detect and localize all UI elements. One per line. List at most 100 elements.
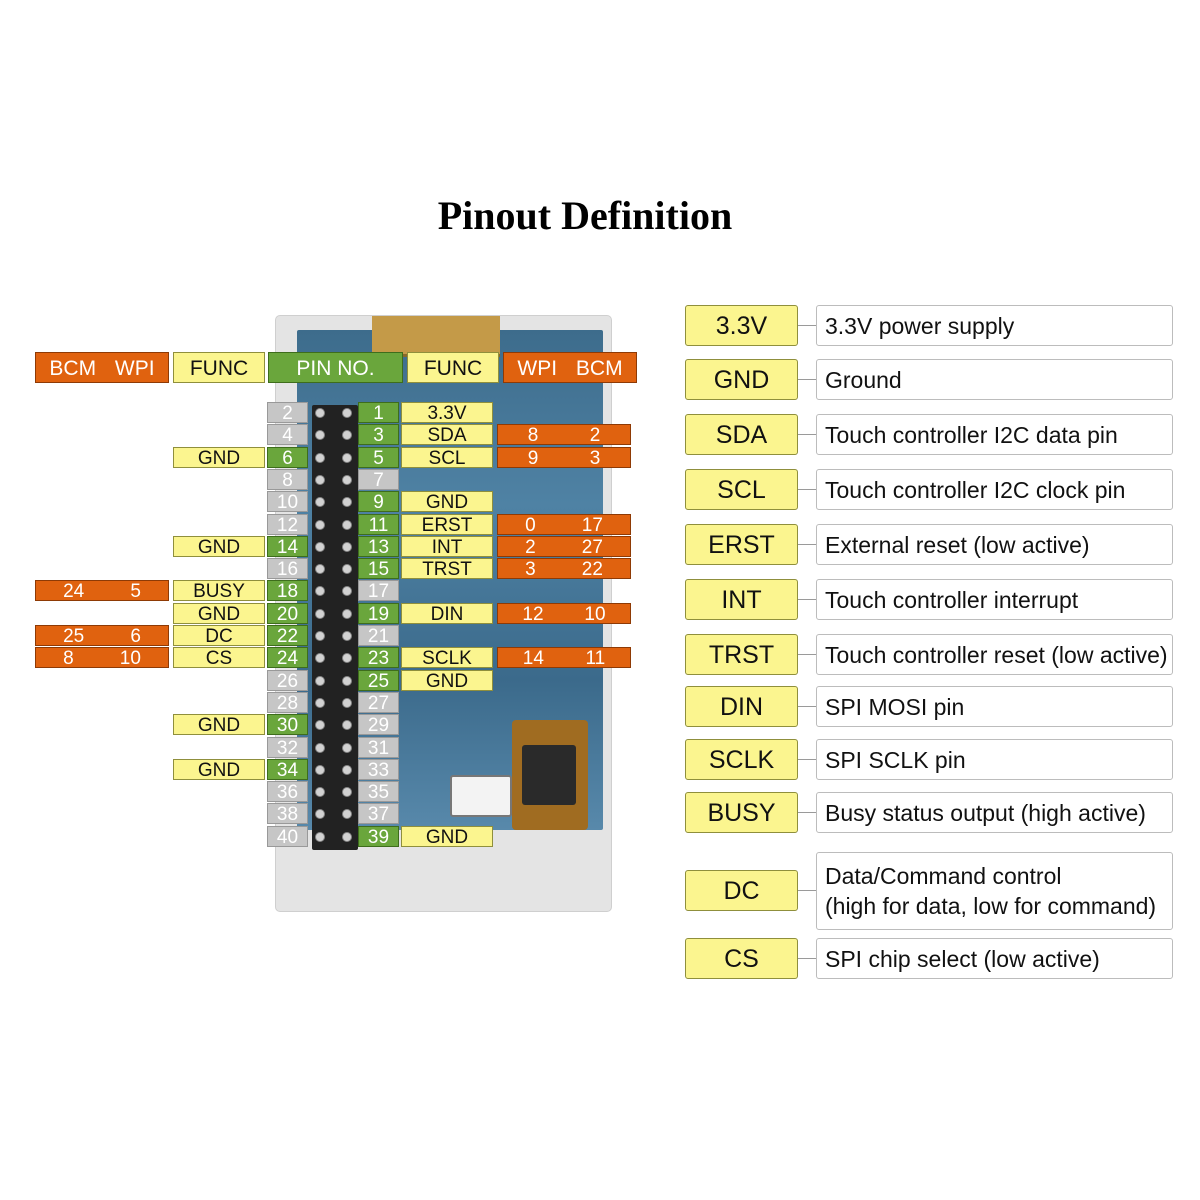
legend-code-busy: BUSY — [685, 792, 798, 833]
func-left-gnd: GND — [173, 758, 265, 780]
legend-desc-dc: Data/Command control(high for data, low … — [816, 852, 1173, 930]
func-right-trst: TRST — [401, 558, 493, 580]
legend-code-din: DIN — [685, 686, 798, 727]
legend-desc-text: Touch controller I2C clock pin — [825, 477, 1126, 503]
legend-connector — [798, 434, 816, 435]
pin-3: 3 — [358, 424, 399, 446]
pin-22: 22 — [267, 625, 308, 646]
pin-hole-38 — [315, 809, 325, 820]
header-pin-no: PIN NO. — [268, 352, 403, 383]
header-bcm-right: BCM — [575, 357, 623, 380]
wpi-value: 10 — [119, 648, 141, 669]
legend-desc-busy: Busy status output (high active) — [816, 792, 1173, 833]
pin-35: 35 — [358, 781, 399, 803]
pin-39: 39 — [358, 825, 399, 847]
pin-8: 8 — [267, 468, 308, 490]
func-right-gnd: GND — [401, 669, 493, 691]
legend-connector — [798, 706, 816, 707]
pin-hole-27 — [342, 697, 352, 708]
pin-33: 33 — [358, 758, 399, 780]
wpi-value: 9 — [527, 447, 539, 468]
bcm-value: 2 — [589, 425, 601, 446]
header-bcm-wpi-left: BCM WPI — [35, 352, 169, 383]
legend-connector — [798, 759, 816, 760]
pin-hole-6 — [315, 452, 325, 463]
legend-desc-trst: Touch controller reset (low active) — [816, 634, 1173, 675]
func-left-gnd: GND — [173, 714, 265, 736]
pin-hole-13 — [342, 541, 352, 552]
pin-hole-24 — [315, 653, 325, 664]
pin-hole-29 — [342, 720, 352, 731]
legend-code-sclk: SCLK — [685, 739, 798, 780]
wpi-value: 5 — [130, 581, 141, 602]
pin-hole-11 — [342, 519, 352, 530]
pin-28: 28 — [267, 691, 308, 713]
pin-hole-40 — [315, 831, 325, 842]
pin-17: 17 — [358, 580, 399, 602]
func-right-erst: ERST — [401, 513, 493, 535]
pin-10: 10 — [267, 491, 308, 513]
pin-25: 25 — [358, 669, 399, 691]
pin-hole-23 — [342, 653, 352, 664]
legend-code-cs: CS — [685, 938, 798, 979]
legend-code-scl: SCL — [685, 469, 798, 510]
pin-15: 15 — [358, 558, 399, 580]
pin-hole-15 — [342, 564, 352, 575]
pin-hole-36 — [315, 787, 325, 798]
pin-hole-22 — [315, 631, 325, 641]
legend-code-int: INT — [685, 579, 798, 620]
pin-hole-30 — [315, 720, 325, 731]
pin-hole-10 — [315, 497, 325, 508]
legend-connector — [798, 544, 816, 545]
bcm-value: 24 — [63, 581, 85, 602]
bcm-value: 25 — [63, 626, 85, 646]
legend-connector — [798, 958, 816, 959]
pin-hole-9 — [342, 497, 352, 508]
func-left-dc: DC — [173, 625, 265, 646]
pin-hole-12 — [315, 519, 325, 530]
pin-hole-18 — [315, 586, 325, 597]
pin-7: 7 — [358, 468, 399, 490]
legend-desc-text: Touch controller interrupt — [825, 587, 1079, 613]
pin-hole-19 — [342, 608, 352, 619]
header-wpi-left: WPI — [114, 357, 155, 380]
legend-connector — [798, 890, 816, 891]
legend-desc-text: External reset (low active) — [825, 532, 1090, 558]
pin-13: 13 — [358, 535, 399, 557]
wpi-value: 0 — [525, 514, 536, 535]
wpi-value: 3 — [525, 559, 536, 580]
legend-code-33v: 3.3V — [685, 305, 798, 346]
func-right-33v: 3.3V — [401, 402, 493, 423]
legend-code-dc: DC — [685, 870, 798, 911]
legend-desc-int: Touch controller interrupt — [816, 579, 1173, 620]
wpi-value: 14 — [522, 648, 544, 669]
legend-desc-text: SPI chip select (low active) — [825, 946, 1100, 972]
header-func-left: FUNC — [173, 352, 265, 383]
legend-desc-text: 3.3V power supply — [825, 313, 1015, 339]
pin-1: 1 — [358, 402, 399, 423]
pin-hole-20 — [315, 608, 325, 619]
wpi-value: 8 — [527, 425, 539, 446]
legend-connector — [798, 654, 816, 655]
legend-code-sda: SDA — [685, 414, 798, 455]
legend-desc-text: Ground — [825, 367, 902, 393]
pin-37: 37 — [358, 803, 399, 825]
func-left-gnd: GND — [173, 602, 265, 624]
pin-hole-33 — [342, 764, 352, 775]
pin-4: 4 — [267, 424, 308, 446]
header-wpi-bcm-right: WPI BCM — [503, 352, 637, 383]
page-title: Pinout Definition — [437, 193, 733, 238]
pin-hole-14 — [315, 541, 325, 552]
pin-hole-37 — [342, 809, 352, 820]
legend-desc-scl: Touch controller I2C clock pin — [816, 469, 1173, 510]
func-left-cs: CS — [173, 647, 265, 669]
header-bcm-left: BCM — [49, 357, 97, 380]
pin-30: 30 — [267, 714, 308, 736]
legend-desc-text: SPI MOSI pin — [825, 694, 965, 720]
pin-34: 34 — [267, 758, 308, 780]
